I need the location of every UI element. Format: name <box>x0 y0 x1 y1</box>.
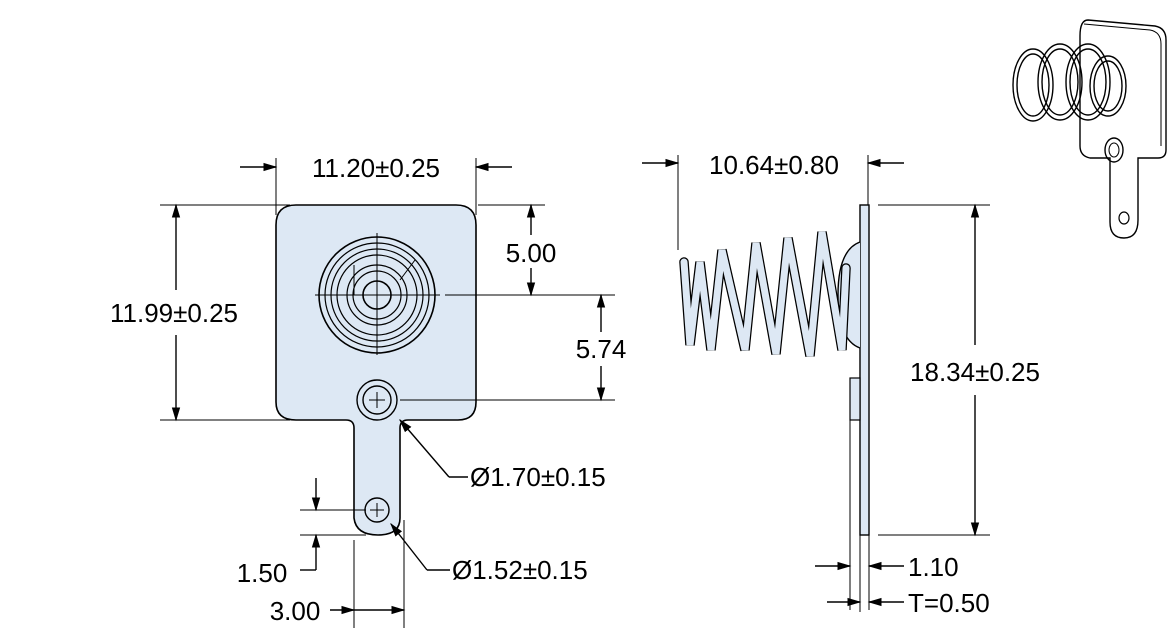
spring-length-label: 10.64±0.80 <box>709 150 839 180</box>
width-dimension: 11.20±0.25 <box>240 153 512 215</box>
tab-width-dimension: 3.00 <box>270 520 406 628</box>
height-dimension: 11.99±0.25 <box>110 203 290 422</box>
large-hole-leader: Ø1.70±0.15 <box>399 418 606 492</box>
offset-label: 1.10 <box>908 552 959 582</box>
tab-width-label: 3.00 <box>270 596 321 626</box>
thickness-label: T=0.50 <box>908 588 990 618</box>
front-view: 11.20±0.25 11.99±0.25 5.00 5.74 <box>110 153 626 628</box>
isometric-view <box>1012 19 1167 239</box>
offset-dimension: 1.10 <box>815 420 959 610</box>
thickness-dimension: T=0.50 <box>827 535 990 618</box>
small-hole-leader: Ø1.52±0.15 <box>390 522 588 585</box>
isometric-spring <box>1012 43 1127 122</box>
total-height-dimension: 18.34±0.25 <box>878 203 1040 537</box>
plate-edge <box>859 204 870 536</box>
spring-offset-dimension: 5.00 <box>445 203 615 297</box>
large-hole-label: Ø1.70±0.15 <box>470 462 606 492</box>
spring-length-dimension: 10.64±0.80 <box>642 150 904 250</box>
tab-hole-offset-dimension: 1.50 <box>237 478 366 588</box>
height-dim-label: 11.99±0.25 <box>110 298 238 328</box>
total-height-label: 18.34±0.25 <box>910 357 1040 387</box>
tab-hole-offset-label: 1.50 <box>237 558 288 588</box>
large-hole <box>356 379 398 421</box>
hole-offset-dimension: 5.74 <box>400 293 627 402</box>
spring-end-view <box>315 233 440 355</box>
spring-offset-label: 5.00 <box>506 238 557 268</box>
width-dim-label: 11.20±0.25 <box>312 153 440 183</box>
spring-coils <box>679 231 851 357</box>
hole-offset-label: 5.74 <box>576 334 627 364</box>
small-hole-label: Ø1.52±0.15 <box>452 555 588 585</box>
side-view: 10.64±0.80 18.34±0.25 1.10 T=0.50 <box>642 150 1040 618</box>
